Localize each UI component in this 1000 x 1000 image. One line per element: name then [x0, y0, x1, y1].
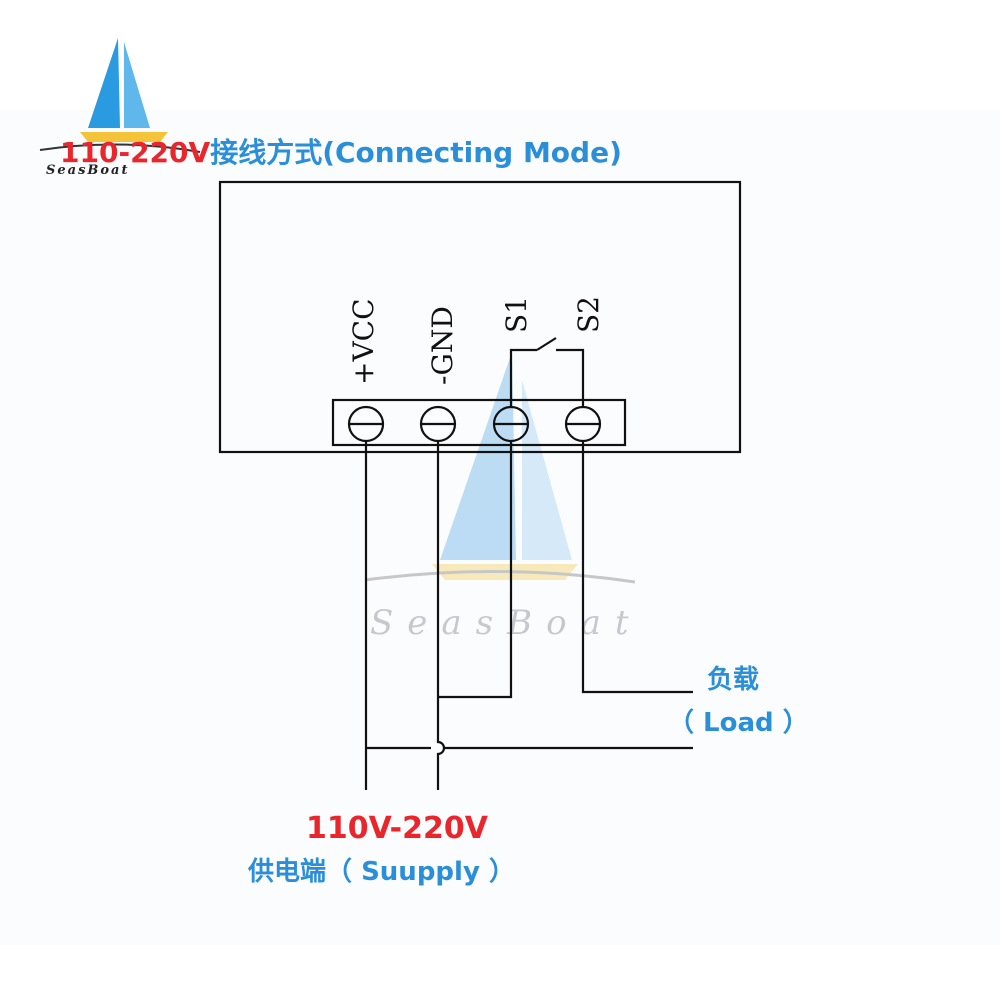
terminal-label-gnd: -GND	[426, 306, 459, 385]
relay-switch	[509, 337, 585, 407]
logo-text: SeasBoat	[46, 163, 130, 178]
switch-lead-s2	[556, 348, 585, 407]
watermark-hull	[432, 564, 578, 580]
terminal-block	[331, 398, 627, 447]
terminal-label-s2: S2	[572, 296, 605, 333]
title-voltage: 110-220V	[60, 136, 211, 169]
wire-s1	[438, 441, 513, 699]
supply-label-chinese: 供电端	[247, 857, 326, 887]
watermark	[364, 352, 636, 584]
load-label-chinese: 负载	[707, 665, 759, 695]
wire-gnd	[436, 441, 446, 790]
switch-contact	[536, 337, 557, 351]
seasboat-logo: SeasBoat	[39, 38, 201, 178]
terminal-label-vcc: +VCC	[347, 298, 380, 385]
title-english: (Connecting Mode)	[322, 136, 622, 169]
title-chinese: 接线方式	[210, 136, 322, 169]
watermark-wave	[364, 569, 636, 584]
external-wiring	[364, 441, 693, 790]
watermark-sail-right	[522, 380, 572, 560]
logo-sail-left	[88, 38, 120, 128]
terminal-label-s1: S1	[500, 296, 533, 333]
logo-sail-right	[124, 42, 150, 128]
switch-lead-s1	[509, 348, 537, 407]
diagram-panel	[0, 110, 1000, 945]
device-body	[218, 180, 742, 454]
wire-s2-load	[581, 441, 693, 694]
load-label-english: （ Load ）	[668, 708, 809, 738]
watermark-sail-left	[440, 352, 516, 560]
supply-label-english: （ Suupply ）	[326, 857, 515, 887]
logo-wave	[39, 143, 201, 153]
watermark-text: SeasBoat	[370, 603, 643, 643]
diagram-title: 110-220V接线方式(Connecting Mode)	[60, 136, 622, 169]
logo-hull	[80, 132, 168, 142]
supply-label: 供电端（ Suupply ）	[247, 857, 515, 887]
terminal-labels: +VCC -GND S1 S2	[347, 296, 605, 385]
supply-voltage: 110V-220V	[306, 811, 489, 846]
